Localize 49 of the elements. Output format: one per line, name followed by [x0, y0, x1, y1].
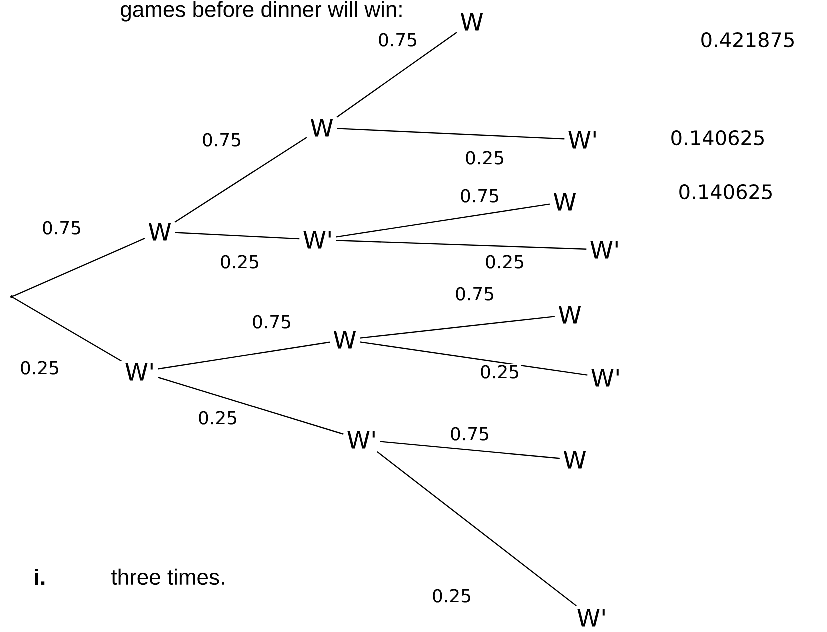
edge-label: 0.75 [200, 132, 244, 148]
outcome-letter: W [554, 193, 576, 211]
edge-label: 0.25 [218, 254, 262, 270]
edge-label: 0.25 [464, 150, 506, 166]
branch-line [360, 342, 588, 376]
edge-label: 0.75 [454, 286, 496, 302]
outcome-letter: W [564, 451, 586, 469]
branch-line [175, 232, 300, 240]
edge-label: 0.25 [18, 360, 62, 376]
probability-result: 0.140625 [680, 184, 772, 200]
question-text: three times. [112, 568, 224, 586]
probability-result: 0.421875 [702, 32, 794, 48]
outcome-letter: W [310, 119, 334, 137]
question-text: games before dinner will win: [121, 1, 402, 22]
branch-line [360, 316, 555, 339]
outcome-letter: W [460, 13, 484, 31]
branch-line [380, 441, 560, 460]
branch-line [377, 451, 577, 607]
outcome-letter: W' [592, 369, 619, 387]
branch-line [337, 128, 565, 140]
edge-label: 0.25 [478, 364, 522, 380]
outcome-letter: W' [578, 609, 605, 627]
edge-label: 0.75 [250, 314, 294, 330]
branch-line [174, 137, 308, 223]
probability-result: 0.140625 [672, 130, 764, 146]
outcome-letter: W' [126, 363, 153, 381]
item-number: i. [35, 569, 45, 585]
edge-label: 0.75 [376, 32, 420, 48]
edge-label: 0.75 [458, 188, 502, 204]
outcome-letter: W [334, 331, 356, 349]
outcome-letter: W [558, 306, 582, 324]
branch-line [158, 342, 330, 370]
edge-label: 0.25 [484, 254, 526, 270]
branch-point [10, 296, 14, 298]
outcome-letter: W [148, 223, 172, 241]
branch-line [13, 297, 122, 362]
edge-label: 0.25 [196, 410, 240, 426]
branch-line [336, 32, 458, 118]
edge-label: 0.75 [448, 426, 492, 442]
edge-label: 0.25 [430, 588, 474, 604]
outcome-letter: W' [590, 241, 618, 259]
branch-line [158, 377, 344, 435]
outcome-letter: W' [568, 131, 596, 149]
outcome-letter: W' [348, 431, 375, 449]
branch-line [336, 240, 587, 250]
outcome-letter: W' [304, 231, 331, 249]
branch-line [13, 238, 146, 297]
branch-line [336, 204, 550, 238]
edge-label: 0.75 [40, 220, 84, 236]
